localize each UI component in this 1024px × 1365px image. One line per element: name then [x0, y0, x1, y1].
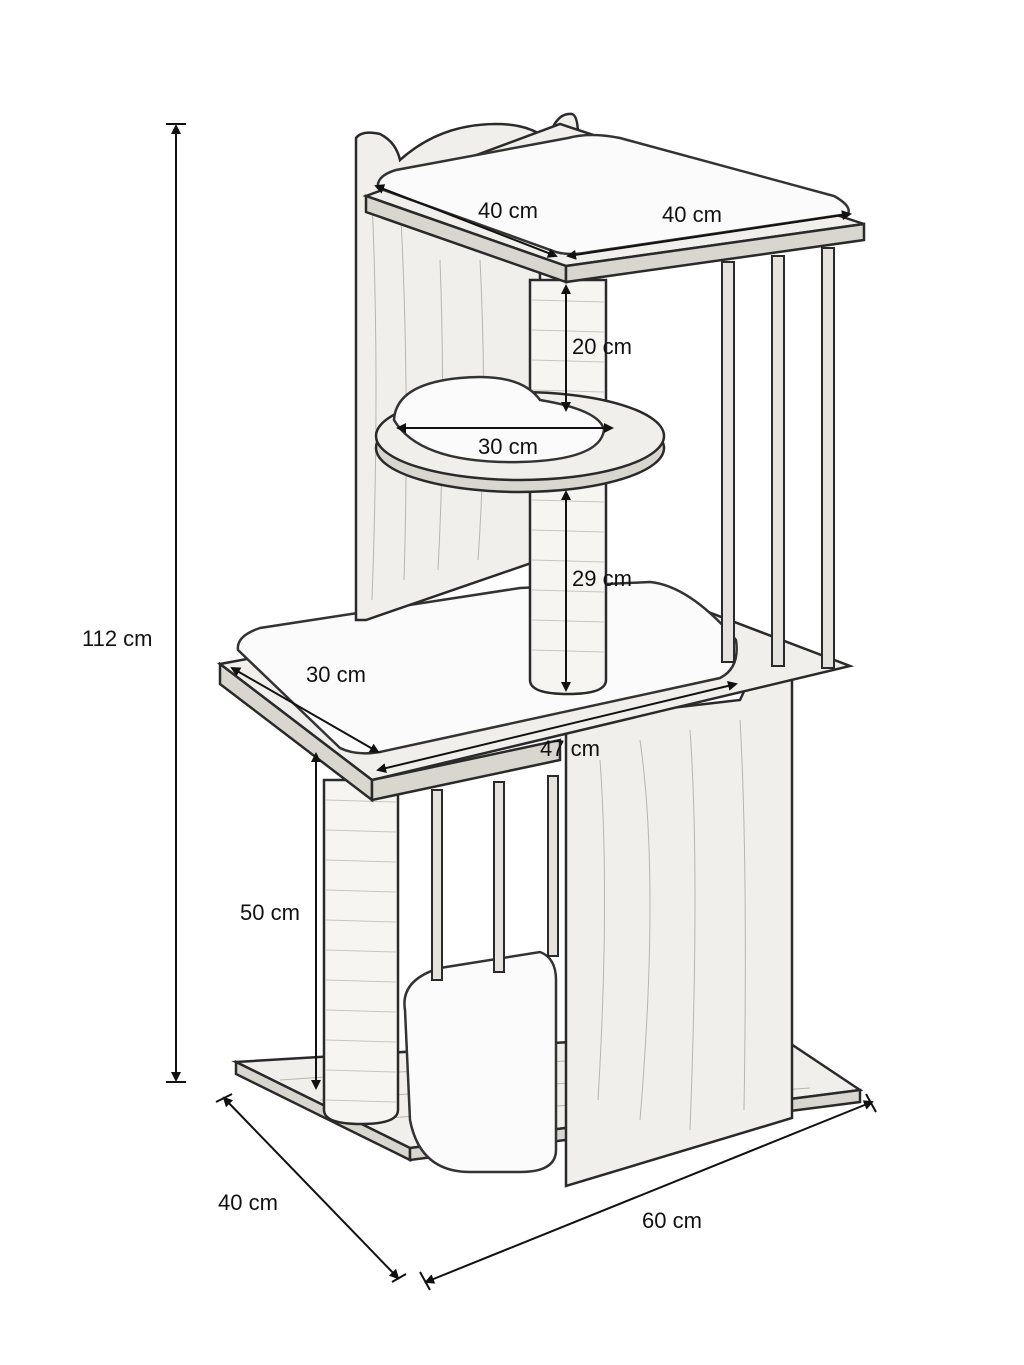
- label-round-platform: 30 cm: [478, 434, 538, 459]
- label-base-width: 60 cm: [642, 1208, 702, 1233]
- label-upper-post: 20 cm: [572, 334, 632, 359]
- label-middle-post: 29 cm: [572, 566, 632, 591]
- upper-bars: [721, 247, 835, 669]
- lower-scratching-post: [322, 778, 400, 1126]
- label-base-depth: 40 cm: [218, 1190, 278, 1215]
- label-middle-depth: 30 cm: [306, 662, 366, 687]
- label-middle-width: 47 cm: [540, 736, 600, 761]
- bottom-cushion: [403, 950, 558, 1174]
- label-total-height: 112 cm: [82, 626, 153, 651]
- label-top-depth: 40 cm: [478, 198, 538, 223]
- label-lower-post: 50 cm: [240, 900, 300, 925]
- dimension-lines: [166, 123, 877, 1291]
- label-top-width: 40 cm: [662, 202, 722, 227]
- lower-bars: [431, 775, 559, 981]
